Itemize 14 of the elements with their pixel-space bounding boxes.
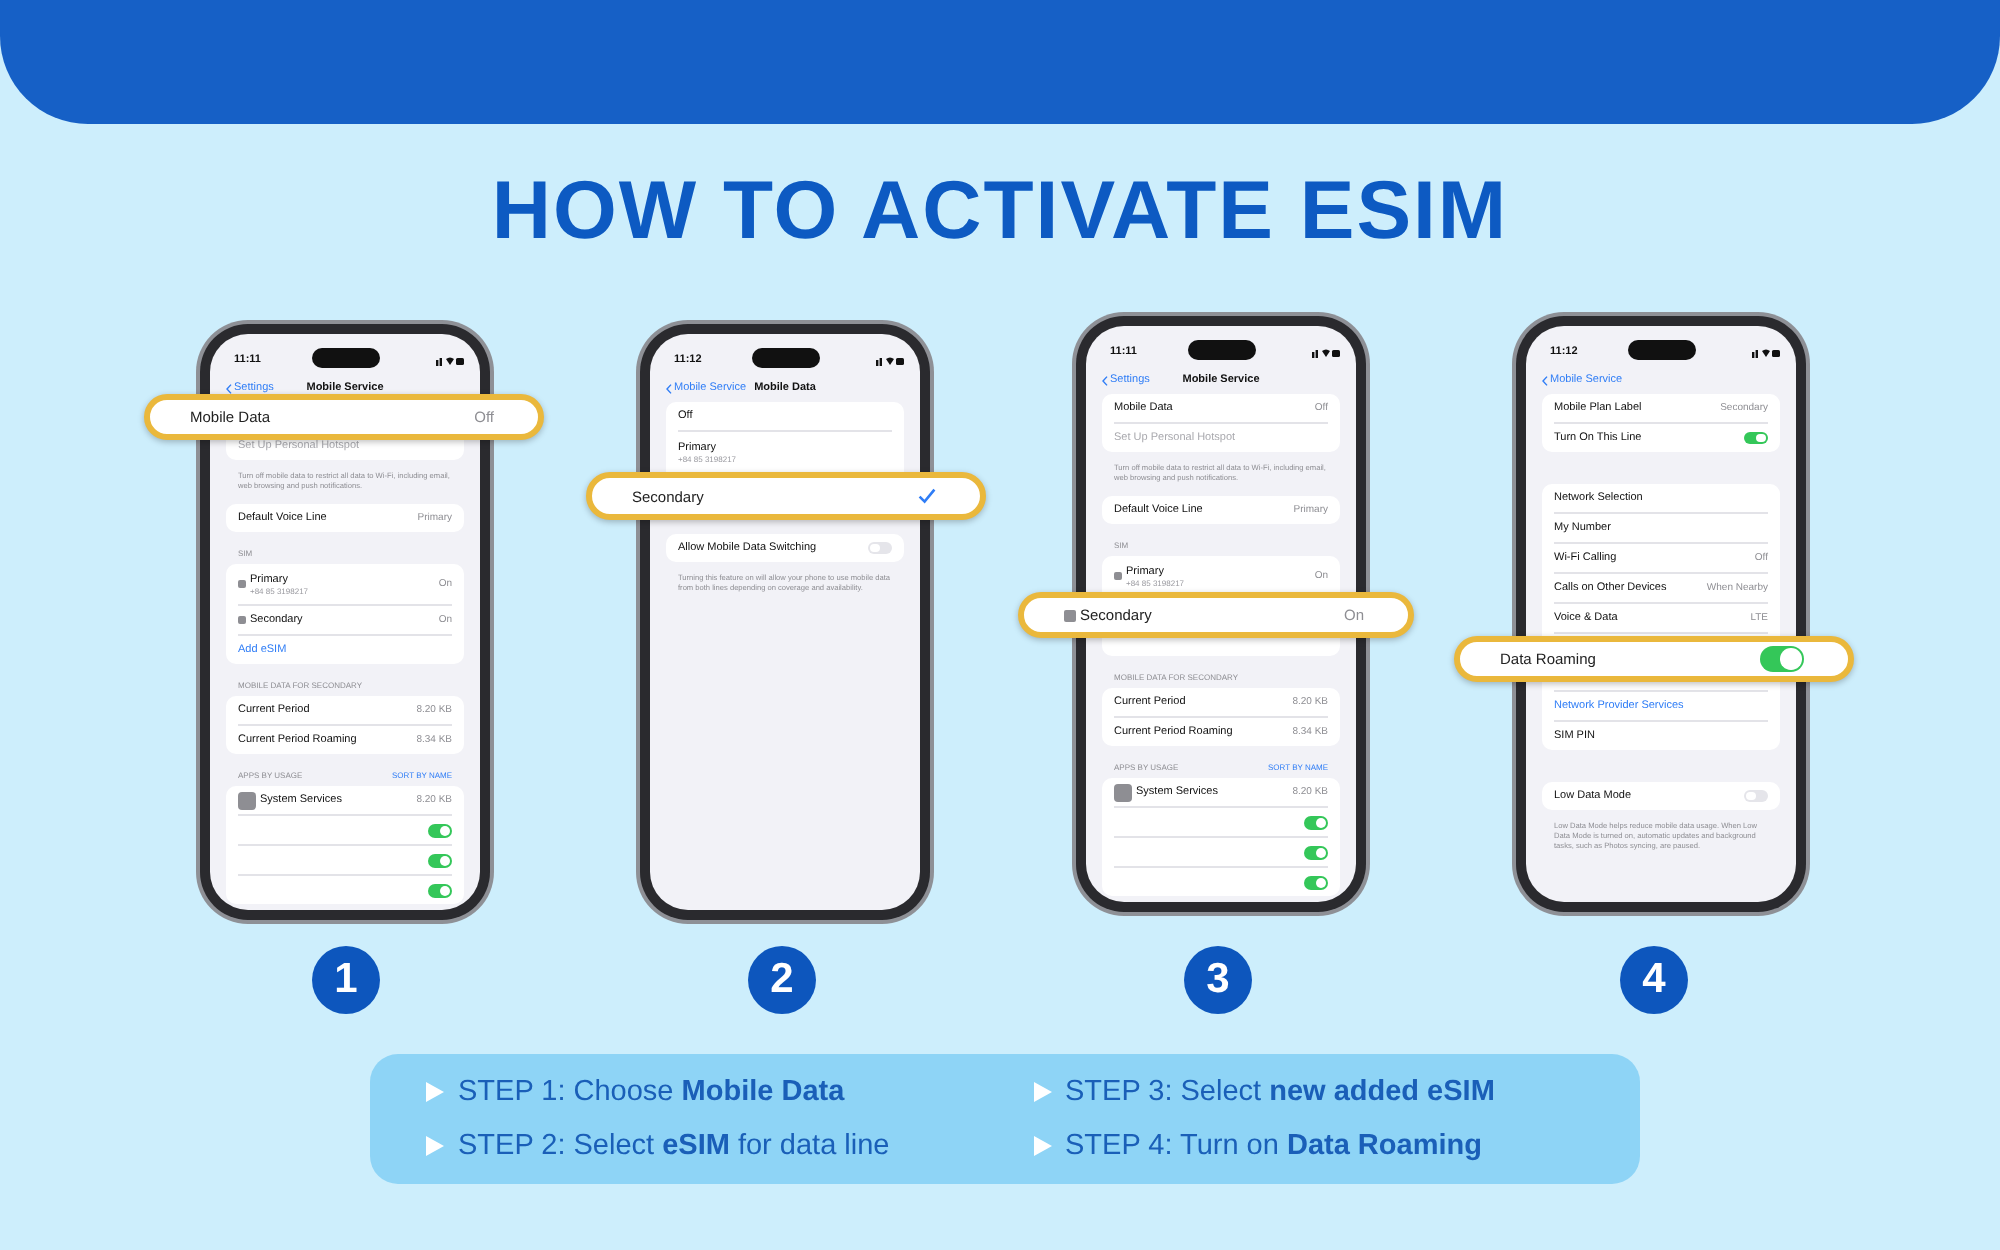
highlight-callout [1454, 636, 1854, 682]
step-number: 1 [312, 946, 380, 1014]
highlight-callout [144, 394, 544, 440]
step-number: 3 [1184, 946, 1252, 1014]
steps-panel [370, 1054, 1640, 1184]
highlight-callout [1018, 592, 1414, 638]
highlight-callout [586, 472, 986, 520]
step-number: 4 [1620, 946, 1688, 1014]
step-text: STEP 2: Select eSIM for data line [458, 1129, 890, 1162]
title: HOW TO ACTIVATE ESIM [489, 164, 1511, 258]
step-number: 2 [748, 946, 816, 1014]
step-text: STEP 4: Turn on Data Roaming [1065, 1129, 1482, 1162]
step-text: STEP 3: Select new added eSIM [1065, 1076, 1495, 1109]
step-text: STEP 1: Choose Mobile Data [458, 1076, 845, 1109]
